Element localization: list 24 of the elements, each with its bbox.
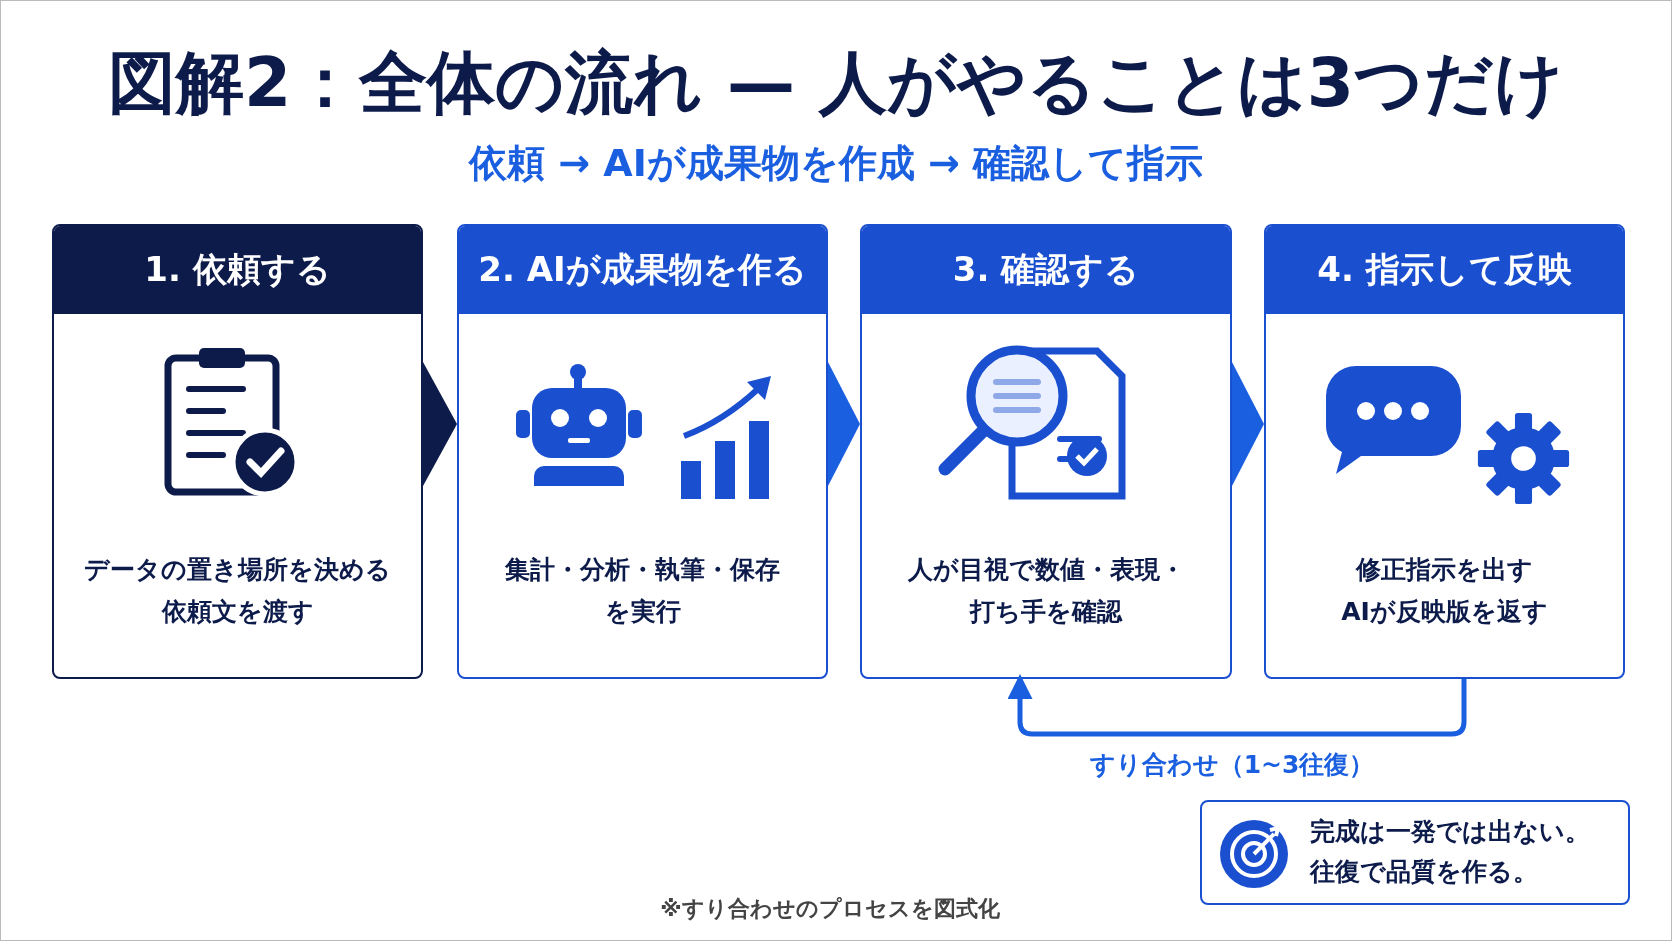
note-text: 完成は一発では出ない。 xyxy=(1310,816,1590,848)
chevron-arrow xyxy=(828,362,860,486)
step-description: 人が目視で数値・表現・打ち手を確認 xyxy=(906,554,1186,628)
title: 図解2：全体の流れ — 人がやることは3つだけ xyxy=(107,42,1565,124)
step-card xyxy=(52,224,423,679)
step-description: AIが反映版を返す xyxy=(1341,596,1548,628)
step-card xyxy=(457,224,828,679)
step-description: 修正指示を出す xyxy=(1356,554,1533,586)
chevron-arrow xyxy=(423,362,457,486)
step-card xyxy=(1264,224,1625,679)
chevron-arrow xyxy=(1232,362,1264,486)
caption: ※すり合わせのプロセスを図式化 xyxy=(659,895,1001,923)
card-header: 2. AIが成果物を作る xyxy=(459,226,826,314)
step-description: データの置き場所を決める xyxy=(84,554,391,586)
card-header: 1. 依頼する xyxy=(54,226,421,314)
step-card xyxy=(860,224,1232,679)
subtitle: 依頼 → AIが成果物を作成 → 確認して指示 xyxy=(467,140,1205,187)
step-description: 依頼文を渡す xyxy=(161,596,314,628)
card-header: 4. 指示して反映 xyxy=(1266,226,1623,314)
note-box xyxy=(1200,800,1630,905)
card-header: 3. 確認する xyxy=(862,226,1230,314)
feedback-arrow xyxy=(1007,674,1467,737)
note-text: 往復で品質を作る。 xyxy=(1310,856,1539,888)
step-description: 集計・分析・執筆・保存を実行 xyxy=(504,554,781,628)
